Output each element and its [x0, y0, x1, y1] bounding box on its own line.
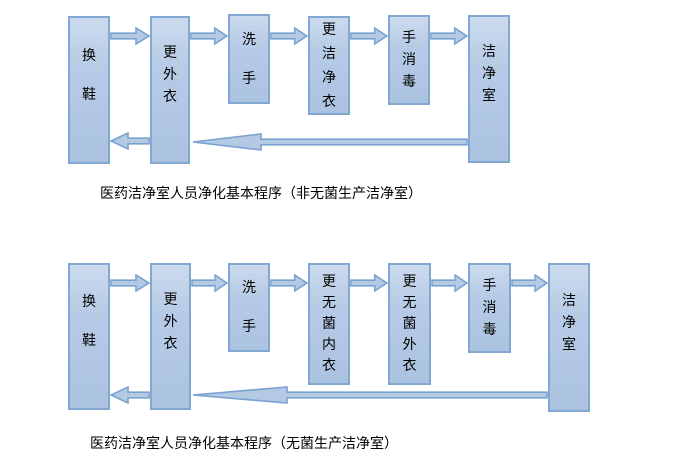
return-arrow-long-icon [192, 386, 548, 404]
step-box-change-shoes: 换鞋 [68, 16, 110, 164]
step-box-change-clean-garment: 更洁净衣 [308, 16, 350, 115]
step-label-char: 手 [242, 319, 256, 335]
step-label-char: 外 [163, 313, 178, 330]
step-box-change-outer-garment-2: 更外衣 [150, 263, 191, 410]
step-label-char: 内 [322, 337, 336, 353]
step-label-char: 手 [482, 278, 497, 294]
step-label-char: 室 [482, 88, 496, 104]
return-arrow-left-icon [110, 132, 150, 150]
step-box-hand-disinfect-2: 手消毒 [468, 263, 511, 353]
flow-arrow-right-icon [110, 27, 150, 45]
step-label-char: 外 [402, 337, 417, 353]
step-box-hand-disinfect: 手消毒 [388, 15, 430, 105]
step-label-char: 更 [163, 45, 177, 61]
step-label-char: 外 [163, 67, 177, 83]
flow-arrow-right-icon [350, 274, 388, 292]
diagram1-caption: 医药洁净室人员净化基本程序（非无菌生产洁净室） [100, 186, 422, 202]
step-label-char: 鞋 [82, 86, 96, 103]
step-box-cleanroom: 洁净室 [468, 15, 510, 163]
flow-arrow-right-icon [430, 27, 468, 45]
flow-arrow-right-icon [350, 27, 388, 45]
step-label-char: 衣 [402, 358, 417, 374]
step-label-char: 菌 [322, 316, 336, 332]
flow-arrow-right-icon [431, 274, 468, 292]
step-label-char: 换 [82, 294, 96, 310]
step-label-char: 洗 [242, 31, 256, 48]
step-label-char: 更 [322, 274, 336, 290]
step-label-char: 净 [482, 66, 496, 82]
step-label-char: 鞋 [82, 333, 96, 349]
step-label-char: 无 [322, 295, 336, 311]
step-label-char: 换 [82, 47, 96, 64]
step-label-char: 衣 [163, 335, 178, 352]
step-label-char: 更 [322, 21, 336, 38]
step-label-char: 洁 [322, 45, 336, 62]
flow-arrow-right-icon [190, 27, 228, 45]
step-box-change-outer-garment: 更外衣 [150, 16, 190, 164]
step-box-change-sterile-inner-garment: 更无菌内衣 [308, 263, 350, 385]
step-label-char: 手 [402, 30, 416, 46]
step-label-char: 消 [482, 300, 497, 316]
flow-arrow-right-icon [110, 274, 150, 292]
return-arrow-long-icon [192, 133, 468, 151]
flow-arrow-right-icon [270, 274, 308, 292]
step-label-char: 衣 [322, 93, 336, 110]
flow-arrow-right-icon [191, 274, 228, 292]
step-box-change-shoes-2: 换鞋 [68, 263, 110, 410]
step-label-char: 衣 [163, 89, 177, 105]
step-label-char: 消 [402, 52, 416, 68]
step-label-char: 菌 [402, 316, 417, 332]
flow-arrow-right-icon [270, 27, 308, 45]
step-label-char: 室 [562, 336, 576, 353]
diagram2-caption: 医药洁净室人员净化基本程序（无菌生产洁净室） [90, 436, 398, 452]
step-box-wash-hands-2: 洗手 [228, 263, 270, 352]
step-box-wash-hands: 洗手 [228, 14, 270, 104]
step-label-char: 洗 [242, 280, 256, 296]
step-label-char: 衣 [322, 358, 336, 374]
step-label-char: 无 [402, 295, 417, 311]
step-label-char: 净 [562, 314, 576, 331]
step-label-char: 手 [242, 70, 256, 87]
step-label-char: 更 [402, 274, 417, 290]
step-label-char: 洁 [562, 292, 576, 309]
step-box-cleanroom-2: 洁净室 [548, 263, 590, 412]
step-label-char: 净 [322, 69, 336, 86]
step-label-char: 毒 [402, 74, 416, 90]
return-arrow-left-icon [110, 386, 150, 404]
step-label-char: 毒 [482, 322, 497, 338]
step-label-char: 更 [163, 291, 178, 308]
step-label-char: 洁 [482, 44, 496, 60]
flow-arrow-right-icon [511, 274, 548, 292]
step-box-change-sterile-outer-garment: 更无菌外衣 [388, 263, 431, 385]
